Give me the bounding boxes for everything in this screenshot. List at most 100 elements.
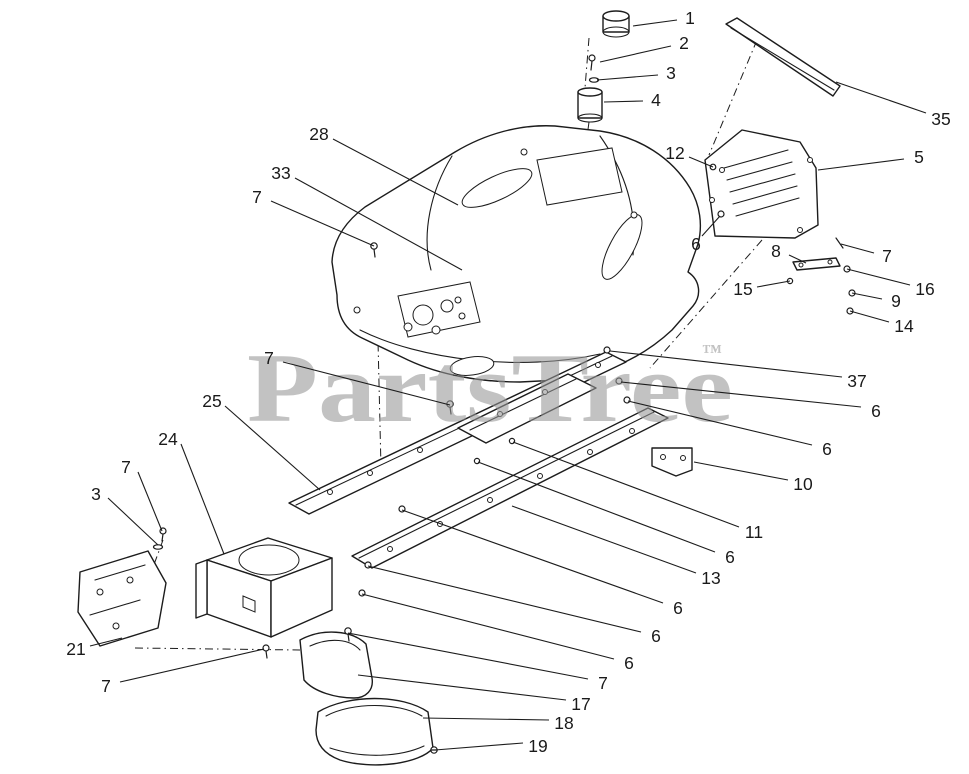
callout-15: 15 bbox=[733, 279, 752, 299]
pin bbox=[835, 237, 844, 249]
leader-line-17 bbox=[357, 674, 567, 701]
screw bbox=[603, 346, 611, 354]
callout-7: 7 bbox=[882, 246, 892, 266]
callout-11: 11 bbox=[745, 522, 763, 542]
callout-17: 17 bbox=[571, 694, 590, 714]
grab-slot-right bbox=[601, 214, 643, 280]
mount-bracket bbox=[77, 550, 167, 647]
callout-1: 1 bbox=[685, 8, 695, 28]
callout-7: 7 bbox=[598, 673, 608, 693]
seat-opening bbox=[536, 147, 623, 206]
callout-5: 5 bbox=[914, 147, 924, 167]
callout-9: 9 bbox=[891, 291, 901, 311]
callout-12: 12 bbox=[665, 143, 684, 163]
leader-line-9 bbox=[851, 292, 883, 300]
callout-6: 6 bbox=[691, 234, 701, 254]
leader-line-6 bbox=[401, 509, 664, 604]
callout-24: 24 bbox=[158, 429, 178, 449]
leader-line-37 bbox=[609, 350, 843, 378]
callout-8: 8 bbox=[771, 241, 781, 261]
leader-line-5 bbox=[817, 158, 905, 171]
callout-7: 7 bbox=[252, 187, 262, 207]
leader-line-7 bbox=[840, 243, 875, 254]
callout-6: 6 bbox=[673, 598, 683, 618]
leader-line-8 bbox=[788, 254, 807, 264]
callout-3: 3 bbox=[666, 63, 676, 83]
callout-28: 28 bbox=[309, 124, 328, 144]
bolt bbox=[262, 644, 270, 652]
callout-6: 6 bbox=[624, 653, 634, 673]
washer bbox=[152, 544, 164, 550]
leader-line-7 bbox=[119, 648, 265, 683]
grab-slot-left bbox=[461, 168, 533, 208]
leader-line-2 bbox=[599, 45, 672, 63]
callout-21: 21 bbox=[66, 639, 85, 659]
fuel-neck bbox=[577, 87, 603, 123]
callout-6: 6 bbox=[871, 401, 881, 421]
leader-line-35 bbox=[835, 81, 927, 114]
callout-6: 6 bbox=[822, 439, 832, 459]
gear-box bbox=[195, 537, 333, 638]
shield-upper bbox=[299, 631, 373, 699]
leader-line-3 bbox=[596, 74, 659, 81]
callout-layer: 1234355122833767816159143766101161372524… bbox=[66, 8, 950, 756]
rear-notch bbox=[449, 356, 495, 376]
leader-line-6 bbox=[361, 593, 615, 660]
callout-25: 25 bbox=[202, 391, 221, 411]
body-shell bbox=[331, 125, 702, 383]
leader-line-18 bbox=[422, 717, 550, 721]
cap-screw bbox=[588, 54, 600, 83]
leader-line-19 bbox=[434, 742, 524, 751]
leader-line-6 bbox=[620, 381, 862, 408]
leader-line-7 bbox=[270, 200, 375, 247]
leader-line-13 bbox=[511, 505, 697, 574]
leader-line-6 bbox=[627, 400, 813, 446]
callout-14: 14 bbox=[894, 316, 914, 336]
leader-line-14 bbox=[849, 310, 890, 323]
callout-7: 7 bbox=[101, 676, 111, 696]
leader-line-7 bbox=[347, 632, 589, 680]
fuel-cap bbox=[602, 10, 630, 38]
leader-line-10 bbox=[693, 461, 789, 481]
leader-line-6 bbox=[477, 461, 716, 553]
callout-7: 7 bbox=[264, 348, 274, 368]
leader-line-24 bbox=[180, 443, 225, 555]
leader-line-3 bbox=[107, 497, 159, 546]
callout-16: 16 bbox=[915, 279, 934, 299]
callout-33: 33 bbox=[271, 163, 290, 183]
callout-2: 2 bbox=[679, 33, 689, 53]
callout-3: 3 bbox=[91, 484, 101, 504]
callout-10: 10 bbox=[793, 474, 813, 494]
leader-line-28 bbox=[332, 138, 459, 206]
leader-line-7 bbox=[282, 361, 451, 406]
callout-4: 4 bbox=[651, 90, 661, 110]
leader-line-21 bbox=[89, 637, 123, 647]
callout-19: 19 bbox=[528, 736, 547, 756]
leader-line-4 bbox=[603, 100, 644, 103]
watermark-trademark: ™ bbox=[702, 341, 722, 363]
cross-member bbox=[457, 373, 597, 444]
callout-35: 35 bbox=[931, 109, 950, 129]
callout-13: 13 bbox=[701, 568, 720, 588]
latch-bracket-cluster bbox=[786, 237, 856, 315]
leader-line-16 bbox=[846, 268, 911, 286]
shield-lower bbox=[315, 697, 434, 766]
leader-line-6 bbox=[701, 215, 721, 237]
vent-panel bbox=[704, 129, 819, 239]
leader-line-6 bbox=[367, 565, 642, 633]
watermark-text: PartsTree bbox=[247, 334, 733, 443]
screw bbox=[364, 561, 372, 569]
callout-6: 6 bbox=[651, 626, 661, 646]
leader-line-25 bbox=[224, 405, 321, 491]
callout-7: 7 bbox=[121, 457, 131, 477]
callout-37: 37 bbox=[847, 371, 866, 391]
leader-line-33 bbox=[294, 177, 463, 271]
leader-line-11 bbox=[512, 441, 740, 528]
callout-6: 6 bbox=[725, 547, 735, 567]
callout-18: 18 bbox=[554, 713, 573, 733]
leader-line-12 bbox=[688, 156, 714, 168]
leader-line-15 bbox=[756, 280, 791, 288]
leader-line-7 bbox=[137, 471, 163, 532]
leader-line-1 bbox=[632, 19, 678, 27]
